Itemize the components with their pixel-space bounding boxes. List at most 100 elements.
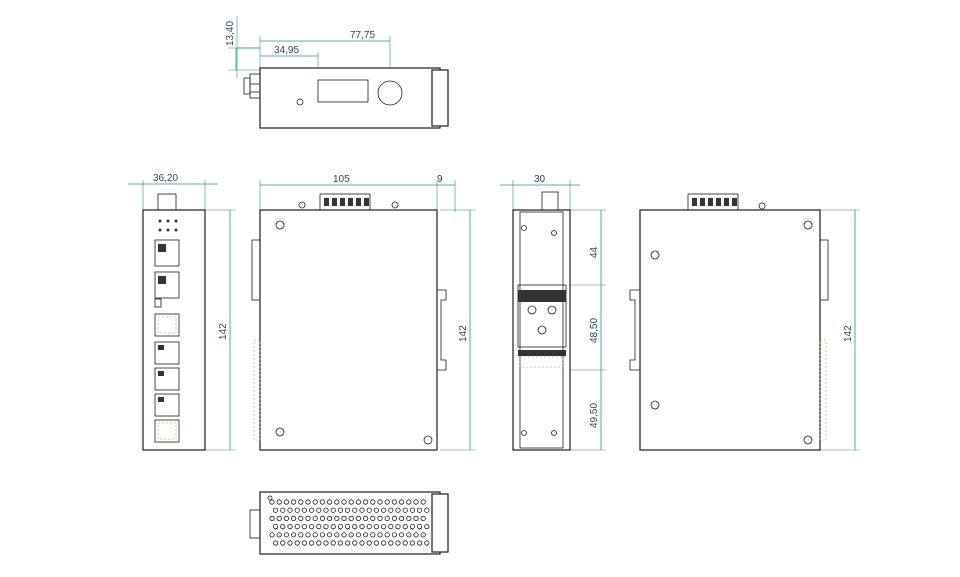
vent-hole — [301, 507, 307, 513]
vent-hole — [409, 523, 415, 530]
vent-hole — [326, 532, 333, 538]
vent-hole — [388, 523, 394, 530]
vent-hole — [420, 499, 426, 505]
vent-hole — [330, 523, 336, 530]
vent-hole — [316, 507, 322, 513]
vent-hole — [334, 515, 340, 522]
vent-hole — [377, 499, 383, 505]
vent-hole — [395, 523, 401, 530]
vent-hole — [373, 523, 379, 530]
vent-hole — [308, 507, 315, 513]
vent-hole — [298, 532, 304, 538]
top-view: 13,40 34,95 77,75 — [225, 16, 449, 129]
vent-hole — [316, 523, 322, 530]
vent-hole — [395, 507, 401, 513]
other-side-view: 142 — [629, 193, 860, 451]
vent-hole — [280, 523, 286, 530]
vent-hole — [290, 515, 297, 522]
vent-hole — [352, 540, 358, 546]
bottom-view — [249, 491, 449, 555]
vent-hole — [287, 540, 293, 546]
vent-hole — [290, 532, 297, 538]
vent-hole — [341, 499, 347, 505]
vent-hole — [384, 532, 390, 538]
vent-hole — [294, 540, 300, 546]
vent-hole — [380, 523, 387, 530]
vent-hole — [377, 515, 383, 522]
vent-hole — [352, 507, 358, 513]
vent-hole — [370, 499, 376, 505]
vent-hole — [319, 532, 325, 538]
vent-hole — [287, 523, 293, 530]
dim-side-rail: 9 — [437, 174, 443, 185]
vent-hole — [276, 515, 282, 522]
vent-hole — [359, 507, 365, 513]
vent-hole — [413, 499, 419, 505]
dim-side-height: 142 — [458, 325, 469, 342]
vent-hole — [319, 515, 325, 522]
vent-hole — [287, 507, 293, 513]
vent-hole — [406, 532, 412, 538]
vent-hole — [424, 523, 430, 530]
vent-hole — [312, 499, 318, 505]
vent-hole — [323, 540, 329, 546]
vent-hole — [366, 523, 372, 530]
vent-hole — [283, 499, 289, 505]
vent-hole — [377, 532, 383, 538]
vent-hole — [330, 540, 336, 546]
vent-hole — [283, 532, 289, 538]
vent-hole — [280, 507, 286, 513]
vent-hole — [348, 515, 354, 522]
vent-hole — [305, 515, 311, 522]
vent-hole — [323, 507, 329, 513]
vent-hole — [323, 523, 329, 530]
vent-hole — [409, 540, 415, 546]
vent-hole — [388, 540, 394, 546]
vent-hole — [344, 507, 351, 513]
vent-hole — [391, 499, 397, 505]
vent-hole — [388, 507, 394, 513]
dim-rear-width: 30 — [534, 174, 546, 185]
vent-hole — [272, 540, 279, 546]
vent-hole — [305, 499, 311, 505]
dim-top-short: 34,95 — [274, 45, 299, 56]
dim-front-height: 142 — [218, 323, 229, 340]
dim-rear-seg3: 49,50 — [589, 403, 600, 428]
vent-hole — [355, 532, 361, 538]
dim-top-offset: 13,40 — [225, 21, 236, 46]
vent-hole — [370, 532, 376, 538]
front-view: 36,20 142 — [128, 173, 236, 451]
vent-hole — [391, 515, 397, 522]
vent-hole — [294, 507, 300, 513]
dim-other-height: 142 — [843, 325, 854, 342]
dim-front-width: 36,20 — [153, 173, 178, 184]
vent-hole — [420, 515, 426, 522]
vent-hole — [348, 532, 354, 538]
vent-hole — [362, 515, 369, 522]
vent-hole — [355, 515, 361, 522]
vent-hole — [341, 515, 347, 522]
side-view: 105 9 142 — [251, 174, 476, 451]
vent-hole — [326, 515, 333, 522]
vent-hole — [294, 523, 300, 530]
vent-hole — [413, 515, 419, 522]
vent-hole — [384, 515, 390, 522]
vent-hole — [308, 540, 315, 546]
vent-hole — [402, 507, 408, 513]
vent-hole — [380, 507, 387, 513]
vent-hole — [330, 507, 336, 513]
vent-hole — [337, 523, 343, 530]
vent-hole — [362, 499, 369, 505]
vent-hole — [272, 507, 279, 513]
vent-hole — [402, 523, 408, 530]
vent-hole — [269, 532, 275, 538]
vent-hole — [424, 507, 430, 513]
vent-hole — [334, 532, 340, 538]
vent-hole — [283, 515, 289, 522]
vent-hole — [337, 540, 343, 546]
vent-hole — [298, 499, 304, 505]
vent-hole — [373, 507, 379, 513]
vent-hole — [409, 507, 415, 513]
vent-hole — [337, 507, 343, 513]
vent-hole — [398, 499, 405, 505]
